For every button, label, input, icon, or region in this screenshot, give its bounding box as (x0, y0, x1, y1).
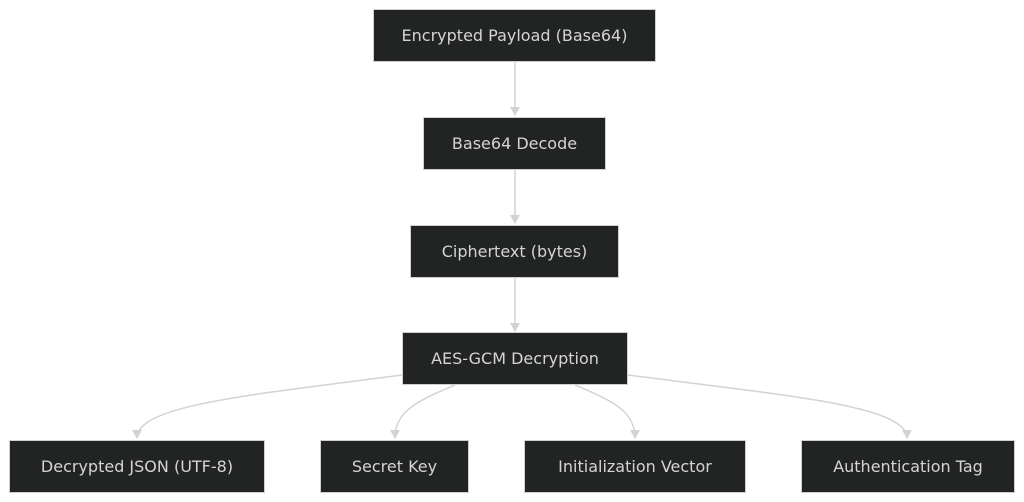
edge-aesgcm-to-iv (574, 384, 636, 439)
node-ciphertext: Ciphertext (bytes) (410, 225, 619, 278)
edge-aesgcm-to-tag (627, 374, 908, 439)
edge-aesgcm-to-key (394, 384, 456, 439)
arrowhead (510, 215, 520, 224)
arrowhead (132, 430, 142, 439)
node-secret-key: Secret Key (320, 440, 469, 493)
node-decrypted-json: Decrypted JSON (UTF-8) (9, 440, 265, 493)
node-aes-gcm-decryption: AES-GCM Decryption (402, 332, 628, 385)
node-encrypted-payload: Encrypted Payload (Base64) (373, 9, 656, 62)
arrowhead (630, 430, 640, 439)
node-authentication-tag: Authentication Tag (801, 440, 1015, 493)
arrowhead (510, 323, 520, 332)
edge-aesgcm-to-json (136, 374, 403, 439)
node-initialization-vector: Initialization Vector (524, 440, 746, 493)
arrowhead (390, 430, 400, 439)
arrowheads (132, 107, 912, 439)
arrowhead (510, 107, 520, 116)
arrowhead (902, 430, 912, 439)
node-base64-decode: Base64 Decode (423, 117, 606, 170)
